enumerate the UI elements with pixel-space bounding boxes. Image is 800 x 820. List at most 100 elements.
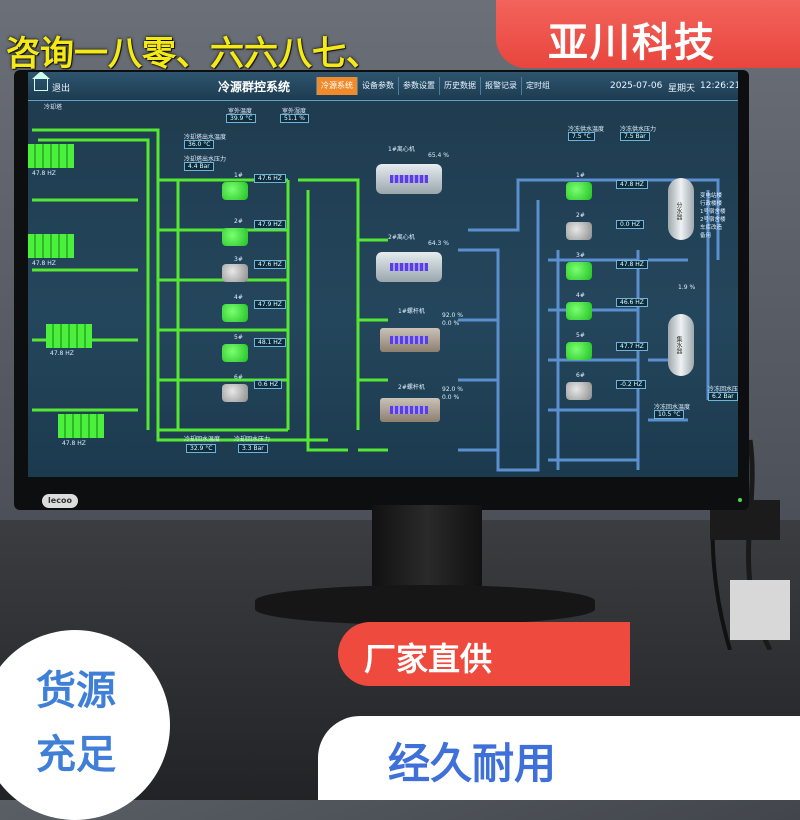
- power-led: [738, 498, 742, 502]
- date-readout: 2025-07-06: [610, 81, 663, 91]
- tab-cold-source[interactable]: 冷源系统: [316, 77, 357, 95]
- cooling-pump-1[interactable]: [222, 182, 248, 200]
- cooling-pump-2-hz: 47.9 HZ: [254, 220, 286, 229]
- chw-supply-temp-label: 冷冻供水温度: [568, 126, 605, 133]
- chilled-pump-1-hz: 47.8 HZ: [616, 180, 648, 189]
- monitor-brand-logo: lecoo: [42, 494, 78, 508]
- chilled-pump-1[interactable]: [566, 182, 592, 200]
- tower-2-hz: 47.8 HZ: [32, 260, 56, 267]
- cooling-pump-1-hz: 47.6 HZ: [254, 174, 286, 183]
- centrifugal-chiller-2[interactable]: [376, 252, 442, 282]
- cooling-pump-4-hz: 47.9 HZ: [254, 300, 286, 309]
- cooling-pump-6-hz: 0.6 HZ: [254, 380, 283, 389]
- cooling-tower-label: 冷却塔: [44, 104, 63, 111]
- cw-return-temp-label: 冷却回水温度: [184, 436, 221, 443]
- chiller-1-name: 1#离心机: [388, 146, 415, 153]
- chilled-pump-2-name: 2#: [576, 212, 585, 219]
- cooling-pump-6[interactable]: [222, 384, 248, 402]
- chiller-3-load: 92.0 %: [442, 312, 463, 319]
- chw-return-temp-label: 冷冻回水温度: [654, 404, 691, 411]
- return-header-label: 集水器: [675, 336, 682, 354]
- branch-item: 车库改造: [700, 225, 723, 231]
- cooling-pump-1-name: 1#: [234, 172, 243, 179]
- tab-history[interactable]: 历史数据: [439, 77, 480, 95]
- stock-badge: [0, 630, 170, 820]
- chilled-pump-6-name: 6#: [576, 372, 585, 379]
- brand-banner: [496, 0, 800, 68]
- chiller-2-load: 64.3 %: [428, 240, 449, 247]
- cooling-tower-4[interactable]: [58, 414, 104, 438]
- cw-return-press-label: 冷却回水压力: [234, 436, 271, 443]
- factory-direct-pill: [338, 622, 630, 686]
- cw-return-press-value: 3.3 Bar: [238, 444, 268, 453]
- branch-item: 行政楼楼: [700, 201, 723, 207]
- cooling-pump-3[interactable]: [222, 264, 248, 282]
- cooling-tower-1[interactable]: [28, 144, 74, 168]
- weekday-readout: 星期天: [668, 84, 696, 94]
- branch-item: 2号宿舍楼: [700, 217, 726, 223]
- chiller-3-name: 1#螺杆机: [398, 308, 425, 315]
- branch-item: 变电站楼: [700, 193, 723, 199]
- cooling-pump-5-hz: 48.1 HZ: [254, 338, 286, 347]
- tab-alarms[interactable]: 报警记录: [480, 77, 521, 95]
- chiller-4-load2: 0.0 %: [442, 394, 460, 401]
- supply-header-tank[interactable]: [668, 178, 694, 240]
- cables: [708, 430, 790, 650]
- outdoor-temp-label: 室外温度: [228, 108, 253, 115]
- chw-return-press-value: 6.2 Bar: [708, 392, 738, 401]
- hmi-header: 退出 冷源群控系统 冷源系统 设备参数 参数设置 历史数据 报警记录 定时组 2…: [28, 72, 738, 101]
- return-header-tank[interactable]: [668, 314, 694, 376]
- chilled-pump-1-name: 1#: [576, 172, 585, 179]
- supply-header-label: 分水器: [675, 202, 682, 220]
- chiller-4-load: 92.0 %: [442, 386, 463, 393]
- tower-4-hz: 47.8 HZ: [62, 440, 86, 447]
- chiller-4-name: 2#螺杆机: [398, 384, 425, 391]
- tower-3-hz: 47.8 HZ: [50, 350, 74, 357]
- tab-schedule[interactable]: 定时组: [521, 77, 554, 95]
- cooling-tower-3[interactable]: [46, 324, 92, 348]
- chilled-pump-2[interactable]: [566, 222, 592, 240]
- hmi-screen: 退出 冷源群控系统 冷源系统 设备参数 参数设置 历史数据 报警记录 定时组 2…: [28, 72, 738, 477]
- outdoor-humidity-label: 室外湿度: [282, 108, 307, 115]
- branch-item: 备用: [700, 233, 712, 239]
- cooling-pump-5[interactable]: [222, 344, 248, 362]
- tab-param-settings[interactable]: 参数设置: [398, 77, 439, 95]
- cooling-tower-2[interactable]: [28, 234, 74, 258]
- home-icon[interactable]: [32, 72, 50, 91]
- time-readout: 12:26:21: [700, 81, 738, 91]
- factory-direct-text: 厂家直供: [364, 640, 493, 678]
- branch-item: 1号宿舍楼: [700, 209, 726, 215]
- cooling-pump-6-name: 6#: [234, 374, 243, 381]
- chilled-pump-3[interactable]: [566, 262, 592, 280]
- chw-supply-press-value: 7.5 Bar: [620, 132, 650, 141]
- outdoor-temp-value: 39.9 °C: [226, 114, 257, 123]
- chilled-pump-4-hz: 46.6 HZ: [616, 298, 648, 307]
- chilled-pump-2-hz: 0.0 HZ: [616, 220, 645, 229]
- cooling-pump-2[interactable]: [222, 228, 248, 246]
- chilled-pump-5[interactable]: [566, 342, 592, 360]
- chw-return-temp-value: 10.5 °C: [654, 410, 685, 419]
- chiller-3-load2: 0.0 %: [442, 320, 460, 327]
- chilled-pump-6-hz: -0.2 HZ: [616, 380, 647, 389]
- chilled-pump-4-name: 4#: [576, 292, 585, 299]
- chilled-pump-4[interactable]: [566, 302, 592, 320]
- cw-return-temp-value: 32.9 °C: [186, 444, 217, 453]
- tab-device-params[interactable]: 设备参数: [357, 77, 398, 95]
- chilled-pump-6[interactable]: [566, 382, 592, 400]
- tab-bar: 冷源系统 设备参数 参数设置 历史数据 报警记录 定时组: [316, 77, 554, 95]
- chw-supply-press-label: 冷冻供水压力: [620, 126, 657, 133]
- cooling-pump-4-name: 4#: [234, 294, 243, 301]
- durable-text: 经久耐用: [388, 739, 557, 788]
- screw-chiller-1[interactable]: [380, 328, 440, 352]
- stock-badge-line2: 充足: [36, 732, 116, 778]
- cooling-pump-3-hz: 47.6 HZ: [254, 260, 286, 269]
- outdoor-humidity-value: 51.1 %: [280, 114, 309, 123]
- cooling-pump-4[interactable]: [222, 304, 248, 322]
- centrifugal-chiller-1[interactable]: [376, 164, 442, 194]
- chw-return-press-label: 冷冻回水压力: [708, 386, 738, 393]
- exit-button[interactable]: 退出: [52, 84, 71, 94]
- durable-panel: [318, 716, 800, 800]
- brand-name: 亚川科技: [548, 20, 716, 66]
- screw-chiller-2[interactable]: [380, 398, 440, 422]
- cooling-pump-2-name: 2#: [234, 218, 243, 225]
